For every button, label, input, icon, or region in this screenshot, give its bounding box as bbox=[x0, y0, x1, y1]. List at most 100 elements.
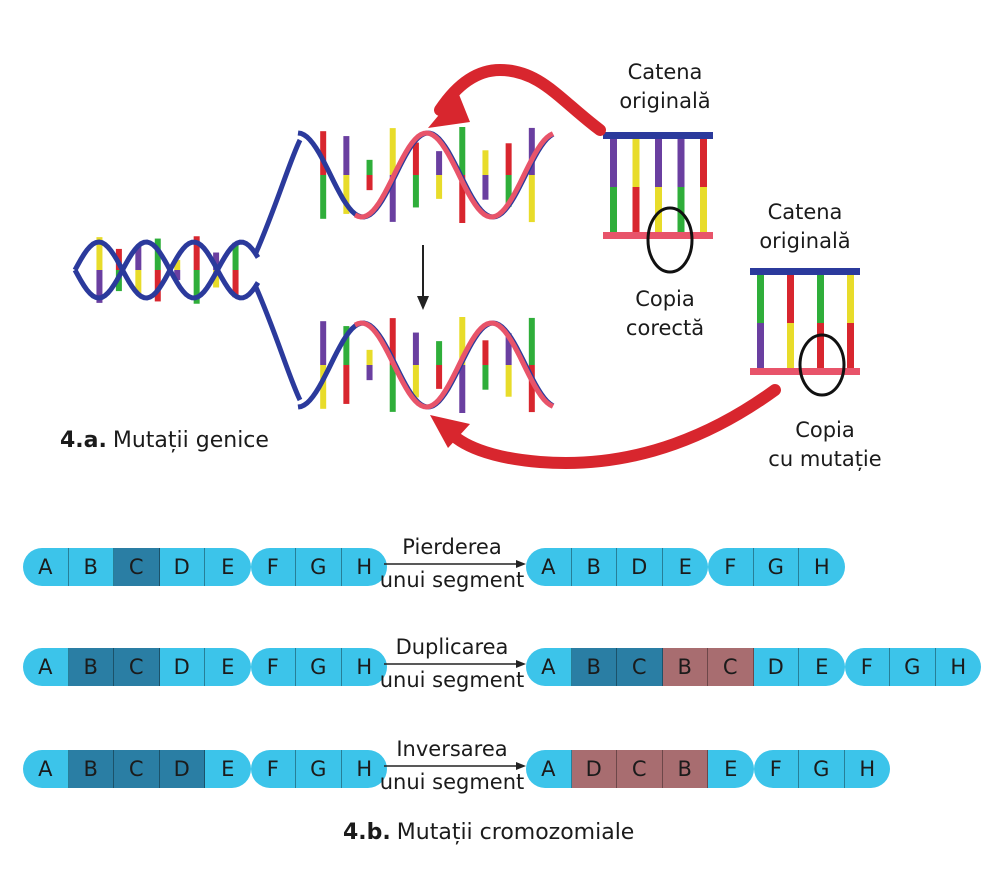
caption-number-b: 4.b. bbox=[343, 820, 391, 845]
chromosome-segment: B bbox=[662, 750, 708, 788]
base-pair-top bbox=[96, 237, 103, 270]
chromosome-segment: D bbox=[159, 548, 205, 586]
chromosome-segment: E bbox=[799, 648, 845, 686]
label-correct-copy: Copia corectă bbox=[625, 287, 705, 340]
base-pair-bottom bbox=[193, 270, 200, 304]
strand-correct-top-backbone bbox=[603, 132, 713, 139]
base-pair-bottom bbox=[505, 175, 512, 207]
transform-arrow bbox=[384, 560, 526, 568]
label-original-strand-top: Catena originală bbox=[619, 60, 711, 113]
chromosome-segment: A bbox=[526, 648, 572, 686]
chromosome-segment: F bbox=[844, 648, 890, 686]
chromosome-segment: C bbox=[617, 648, 663, 686]
chromosome-segment: B bbox=[662, 648, 708, 686]
helix-top-blue bbox=[297, 130, 555, 220]
chromosome-segment: H bbox=[935, 648, 981, 686]
mutation-type-line-1: Inversarea bbox=[396, 737, 508, 761]
base-pair-top bbox=[528, 317, 535, 365]
helix-left-strand-2 bbox=[72, 239, 261, 301]
chromosome-segment: E bbox=[205, 548, 251, 586]
chromosome-segment: G bbox=[296, 750, 342, 788]
caption-chromosome-mutations: 4.b.Mutații cromozomiale bbox=[343, 820, 634, 845]
base-pair-bottom bbox=[135, 270, 142, 295]
strand-mutant-bottom-base bbox=[847, 323, 854, 368]
dna-backbones bbox=[72, 130, 555, 410]
chromosome-segment: G bbox=[296, 648, 342, 686]
chromosome-segment: D bbox=[571, 750, 617, 788]
base-pair-top bbox=[482, 150, 489, 175]
base-pair-bottom bbox=[436, 175, 443, 199]
caption-text-a: Mutații genice bbox=[112, 428, 269, 453]
chromosome-segment: A bbox=[526, 750, 572, 788]
strand-correct-bottom-backbone bbox=[603, 232, 713, 239]
mutation-circle-correct bbox=[646, 206, 694, 274]
base-pair-top bbox=[154, 238, 161, 270]
chromosome-segment: E bbox=[205, 750, 251, 788]
mutation-type-line-1: Duplicarea bbox=[395, 635, 509, 659]
base-pair-top bbox=[528, 127, 535, 175]
chromosome-segment: H bbox=[844, 750, 890, 788]
base-pair-bottom bbox=[320, 365, 327, 409]
chromosome-segment: F bbox=[708, 548, 754, 586]
curved-arrow-top bbox=[434, 63, 606, 136]
strand-close-ups bbox=[603, 132, 860, 375]
caption-gene-mutations: 4.a.Mutații genice bbox=[60, 428, 269, 453]
strand-mutant-bottom-base bbox=[787, 323, 794, 368]
base-pair-bottom bbox=[482, 365, 489, 390]
chromosome-segment: C bbox=[114, 648, 160, 686]
mutation-type-line-2: unui segment bbox=[379, 770, 525, 794]
base-pair-bottom bbox=[482, 175, 489, 200]
chromosome-segment: B bbox=[68, 548, 114, 586]
base-pair-bottom bbox=[459, 365, 466, 413]
strand-mutant-top-base bbox=[817, 275, 824, 323]
chromosome-segment: F bbox=[250, 548, 296, 586]
base-pair-bottom bbox=[232, 270, 239, 298]
helix-top-red bbox=[353, 130, 555, 220]
base-pair-top bbox=[320, 321, 327, 365]
chromosome-segment: C bbox=[114, 548, 160, 586]
fork-arm-bottom bbox=[252, 283, 303, 402]
base-pair-bottom bbox=[213, 270, 220, 288]
chromosome-segment: A bbox=[23, 750, 69, 788]
chromosome-segment: D bbox=[159, 648, 205, 686]
chromosome-segment: C bbox=[617, 750, 663, 788]
chromosome-segment: E bbox=[708, 750, 754, 788]
base-pair-bottom bbox=[389, 175, 396, 222]
base-pair-bottom bbox=[343, 365, 350, 404]
chromosome-segment: F bbox=[250, 648, 296, 686]
base-pair-top bbox=[389, 128, 396, 175]
base-pair-top bbox=[193, 236, 200, 270]
base-pair-bottom bbox=[505, 365, 512, 397]
strand-correct-top-base bbox=[632, 139, 640, 187]
base-pair-top bbox=[389, 318, 396, 365]
base-pair-top bbox=[436, 151, 443, 175]
mutation-type-line-2: unui segment bbox=[379, 568, 525, 592]
base-pair-bottom bbox=[436, 365, 443, 389]
chromosome-segment: A bbox=[526, 548, 572, 586]
strand-correct-top-base bbox=[677, 139, 685, 187]
strand-correct-top-base bbox=[655, 139, 662, 187]
strand-correct-bottom-base bbox=[655, 187, 662, 232]
helix-bottom-red bbox=[353, 320, 555, 410]
base-pair-top bbox=[366, 159, 373, 175]
strand-correct-bottom-base bbox=[700, 187, 707, 232]
chromosome-segment: A bbox=[23, 648, 69, 686]
base-pair-bottom bbox=[96, 270, 103, 303]
base-pair-top bbox=[505, 333, 512, 365]
strand-correct-top-base bbox=[700, 139, 707, 187]
dna-replication-diagram bbox=[72, 63, 860, 469]
label-mutant-copy: Copia cu mutație bbox=[768, 418, 882, 471]
strand-mutant-top-base bbox=[847, 275, 854, 323]
strand-mutant-top-backbone bbox=[750, 268, 860, 275]
base-pair-bottom bbox=[389, 365, 396, 412]
base-pair-bottom bbox=[528, 175, 535, 223]
base-pair-bottom bbox=[174, 270, 181, 281]
base-pair-bottom bbox=[412, 365, 419, 398]
chromosome-segment: B bbox=[571, 548, 617, 586]
